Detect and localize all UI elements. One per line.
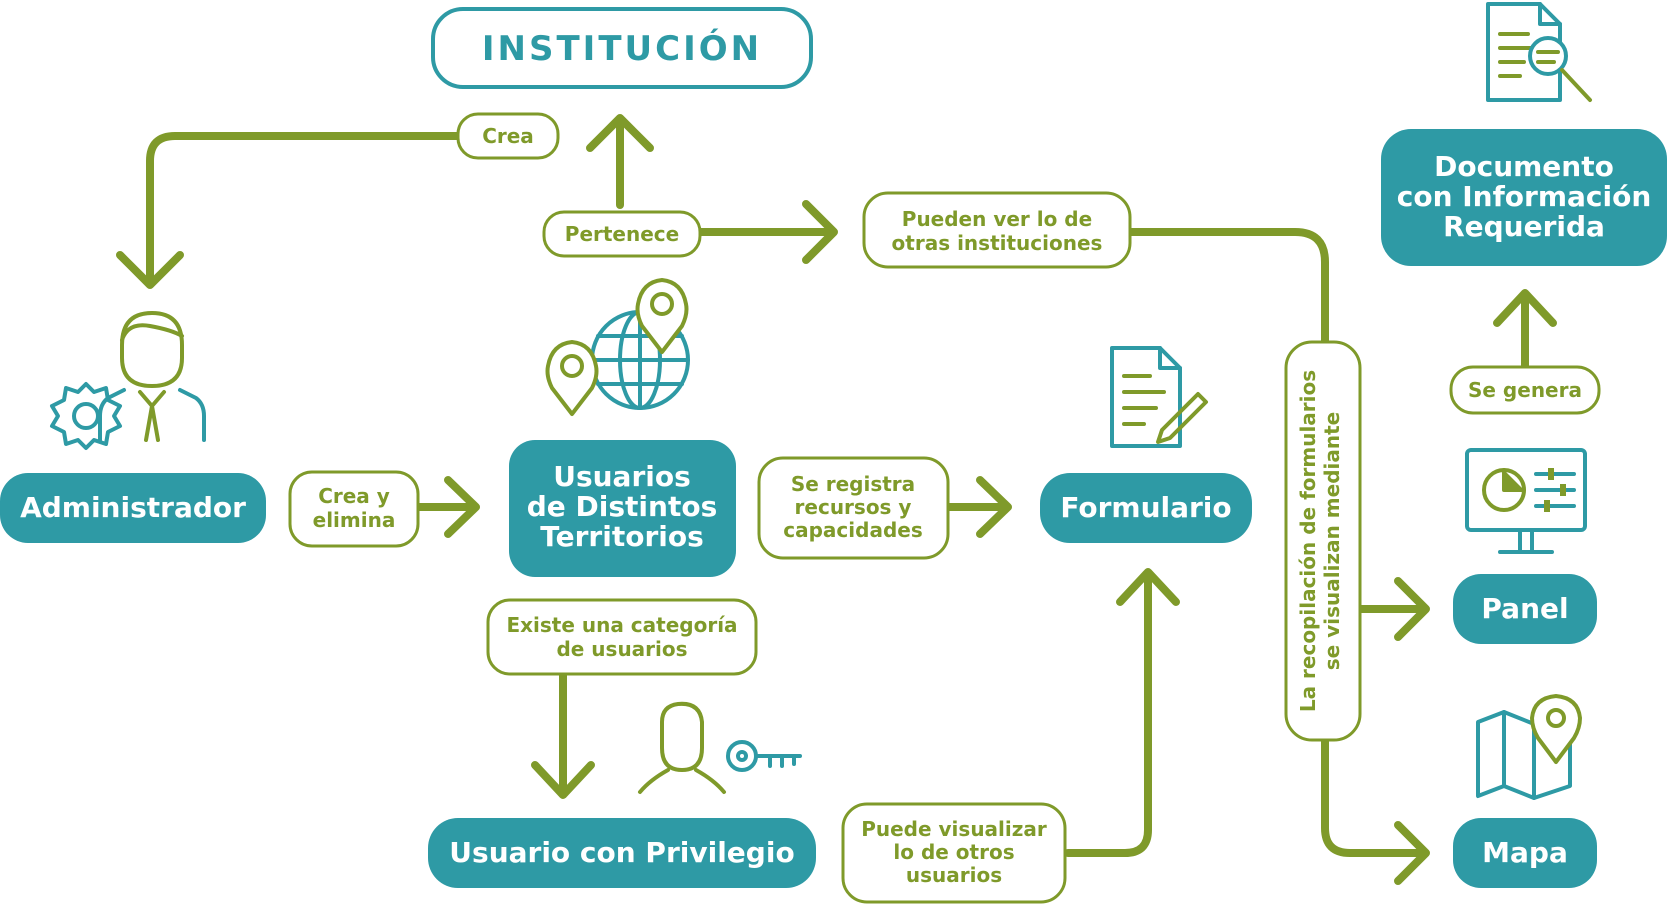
label-recopilacion: La recopilación de formularios se visual… xyxy=(1284,340,1362,742)
label-se-registra-line-1: Se registra xyxy=(791,472,915,496)
label-pertenece: Pertenece xyxy=(542,210,702,258)
label-se-registra-line-3: capacidades xyxy=(783,518,922,542)
administrador-title: Administrador xyxy=(20,491,246,524)
node-formulario: Formulario xyxy=(1040,473,1252,543)
administrador-box xyxy=(0,473,266,543)
line-pueden-ver-to-recopilacion xyxy=(1124,228,1329,349)
usuarios-title-line-3: Territorios xyxy=(540,520,704,553)
gear-icon xyxy=(50,382,122,450)
label-existe-categoria: Existe una categoría de usuarios xyxy=(486,598,758,676)
arrow-administrador-to-usuarios xyxy=(414,476,480,538)
label-crea-text: Crea xyxy=(482,124,534,148)
usuarios-box xyxy=(509,440,736,577)
node-documento: Documento con Información Requerida xyxy=(1381,129,1667,266)
usuarios-title-line-1: Usuarios xyxy=(553,460,691,493)
dashboard-monitor-icon xyxy=(1465,448,1587,554)
label-puede-visualizar-line-3: usuarios xyxy=(906,863,1002,887)
node-mapa: Mapa xyxy=(1453,818,1597,888)
node-institucion: INSTITUCIÓN xyxy=(431,7,813,89)
label-recopilacion-line-1: La recopilación de formularios xyxy=(1296,370,1320,712)
label-crea-elimina: Crea y elimina xyxy=(288,470,420,548)
user-key-icon xyxy=(638,701,802,794)
node-administrador: Administrador xyxy=(0,473,266,543)
label-pueden-ver-line-2: otras instituciones xyxy=(892,231,1103,255)
label-puede-visualizar-line-1: Puede visualizar xyxy=(861,817,1047,841)
label-pertenece-text: Pertenece xyxy=(565,222,679,246)
usuario-privilegio-title: Usuario con Privilegio xyxy=(449,836,794,869)
usuario-privilegio-box xyxy=(428,818,816,888)
label-se-genera: Se genera xyxy=(1449,365,1601,415)
label-existe-categoria-line-2: de usuarios xyxy=(556,637,687,661)
arrow-crea-to-administrador xyxy=(116,132,464,289)
documento-title-line-3: Requerida xyxy=(1443,210,1605,243)
label-crea: Crea xyxy=(456,112,560,160)
node-panel: Panel xyxy=(1453,574,1597,644)
label-existe-categoria-line-1: Existe una categoría xyxy=(506,613,737,637)
mapa-box xyxy=(1453,818,1597,888)
form-edit-icon xyxy=(1110,346,1208,448)
label-se-registra: Se registra recursos y capacidades xyxy=(757,456,950,560)
arrow-pertenece-to-pueden-ver xyxy=(686,200,838,264)
node-usuarios: Usuarios de Distintos Territorios xyxy=(509,440,736,577)
arrow-categoria-to-privilegio xyxy=(531,670,595,799)
label-pueden-ver-line-1: Pueden ver lo de xyxy=(902,207,1092,231)
label-puede-visualizar-line-2: lo de otros xyxy=(893,840,1014,864)
panel-title: Panel xyxy=(1481,592,1568,625)
panel-box xyxy=(1453,574,1597,644)
arrow-se-genera-to-documento xyxy=(1493,289,1557,371)
arrow-to-institucion xyxy=(586,114,654,209)
document-search-icon xyxy=(1486,2,1592,102)
institucion-title: INSTITUCIÓN xyxy=(482,28,762,69)
label-crea-elimina-line-2: elimina xyxy=(313,508,396,532)
connectors xyxy=(116,114,1557,885)
label-crea-elimina-line-1: Crea y xyxy=(318,484,390,508)
documento-title-line-1: Documento xyxy=(1434,150,1614,183)
label-recopilacion-line-2: se visualizan mediante xyxy=(1320,412,1344,670)
label-se-genera-text: Se genera xyxy=(1468,378,1582,402)
globe-users-icon xyxy=(545,278,690,416)
institucion-box xyxy=(431,7,813,89)
label-pueden-ver: Pueden ver lo de otras instituciones xyxy=(862,191,1132,269)
formulario-title: Formulario xyxy=(1060,491,1231,524)
mapa-title: Mapa xyxy=(1482,836,1568,869)
usuarios-title-line-2: de Distintos xyxy=(527,490,718,523)
documento-box xyxy=(1381,129,1667,266)
arrow-usuarios-to-formulario xyxy=(944,476,1012,538)
documento-title-line-2: con Información xyxy=(1397,180,1652,213)
node-usuario-privilegio: Usuario con Privilegio xyxy=(428,818,816,888)
label-puede-visualizar: Puede visualizar lo de otros usuarios xyxy=(841,802,1067,904)
arrow-recopilacion-to-mapa xyxy=(1321,736,1430,885)
arrow-visualizar-to-formulario xyxy=(1064,568,1180,857)
arrow-recopilacion-to-panel xyxy=(1356,577,1430,641)
formulario-box xyxy=(1040,473,1252,543)
map-pin-icon xyxy=(1476,694,1582,800)
label-se-registra-line-2: recursos y xyxy=(795,495,912,519)
